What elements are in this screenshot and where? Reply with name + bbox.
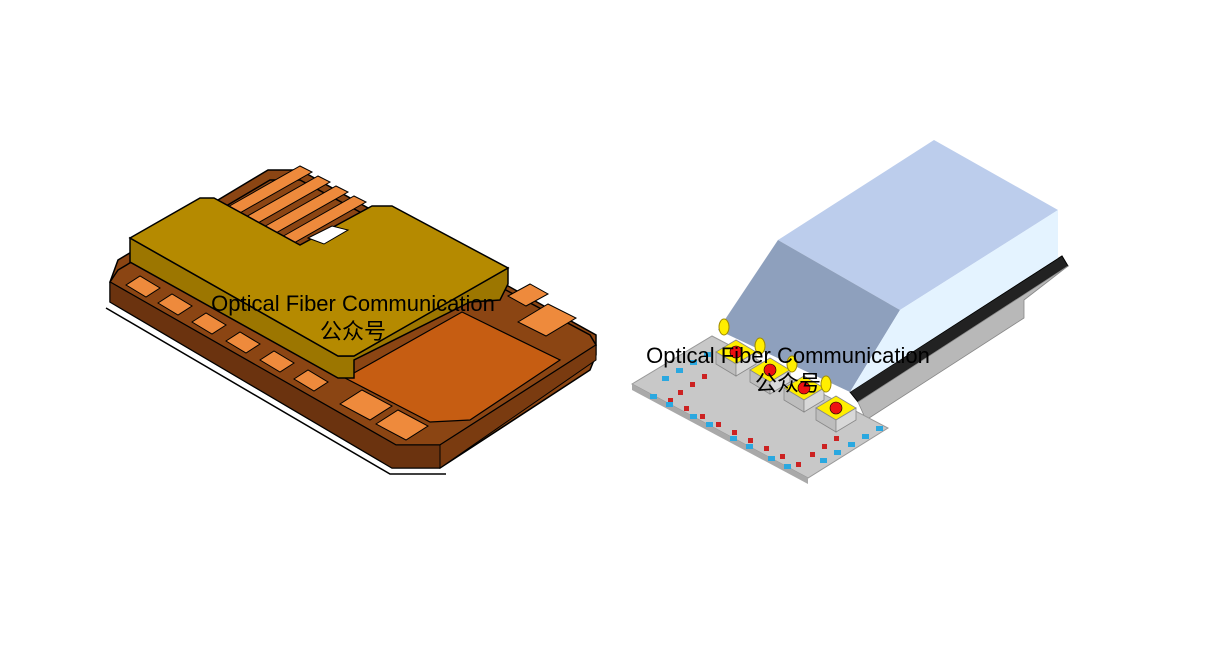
trace-dot: [684, 406, 689, 411]
trace-dot: [690, 382, 695, 387]
trace-dot: [822, 444, 827, 449]
front-lead-row: [125, 275, 429, 441]
chip-dot: [729, 345, 743, 359]
lead-pad: [339, 389, 393, 421]
trace-dot: [716, 422, 721, 427]
trace-dot: [764, 446, 769, 451]
leadframe-package: [105, 165, 598, 475]
substrate-pads: [650, 352, 883, 469]
lens-oval: [786, 355, 798, 373]
substrate-pad: [730, 436, 737, 441]
lens-oval: [754, 337, 766, 355]
back-lead-row: [224, 165, 368, 245]
substrate-pad: [650, 394, 657, 399]
lens-oval: [820, 375, 832, 393]
cap-front: [718, 240, 900, 392]
substrate-pad: [848, 442, 855, 447]
cap-package: [630, 140, 1069, 484]
trace-ring: [668, 374, 839, 467]
chip-row: [715, 339, 857, 433]
substrate-pad: [784, 464, 791, 469]
lead-pad: [506, 283, 550, 307]
chip: [715, 339, 757, 377]
substrate-pad: [834, 450, 841, 455]
trace-dot: [732, 430, 737, 435]
substrate-pad: [706, 422, 713, 427]
lead-pad: [191, 312, 227, 335]
substrate-pad: [862, 434, 869, 439]
trace-dot: [702, 374, 707, 379]
leadframe-right-edge: [439, 344, 597, 469]
trace-dot: [678, 390, 683, 395]
trace-dot: [780, 454, 785, 459]
package-lid: [128, 197, 510, 379]
substrate-edge: [632, 384, 808, 484]
chip-dot: [797, 381, 811, 395]
substrate-pad: [690, 360, 697, 365]
lens-oval: [718, 318, 730, 336]
leadframe-bottom-lip: [105, 307, 446, 475]
trace-dot: [748, 438, 753, 443]
cap-top: [778, 140, 1058, 310]
trace-dot: [668, 398, 673, 403]
lead-pad: [259, 350, 295, 373]
lead-pad: [225, 331, 261, 354]
right-lead-row: [506, 283, 578, 337]
substrate-pad: [690, 414, 697, 419]
chip: [783, 375, 825, 413]
trace-dot: [796, 462, 801, 467]
substrate-pad: [676, 368, 683, 373]
substrate-pad: [768, 456, 775, 461]
trace-dot: [834, 436, 839, 441]
substrate-pad: [876, 426, 883, 431]
lead-pad: [157, 293, 193, 316]
substrate-pad: [820, 458, 827, 463]
chip-dot: [763, 363, 777, 377]
trace-dot: [810, 452, 815, 457]
trace-dot: [700, 414, 705, 419]
substrate-pad: [704, 352, 711, 357]
exposed-pad: [343, 311, 562, 423]
cap-side: [850, 210, 1058, 392]
lead-pad: [125, 275, 161, 298]
substrate-pad: [746, 444, 753, 449]
lens-row: [718, 318, 832, 393]
lid-top: [128, 197, 510, 357]
lead-pad: [375, 409, 429, 441]
lead-pad: [293, 369, 329, 392]
substrate-pad: [662, 376, 669, 381]
substrate-pad: [666, 402, 673, 407]
chip: [815, 395, 857, 433]
chip-dot: [829, 401, 843, 415]
lid-slot: [306, 225, 350, 245]
lead-pad: [516, 303, 578, 337]
